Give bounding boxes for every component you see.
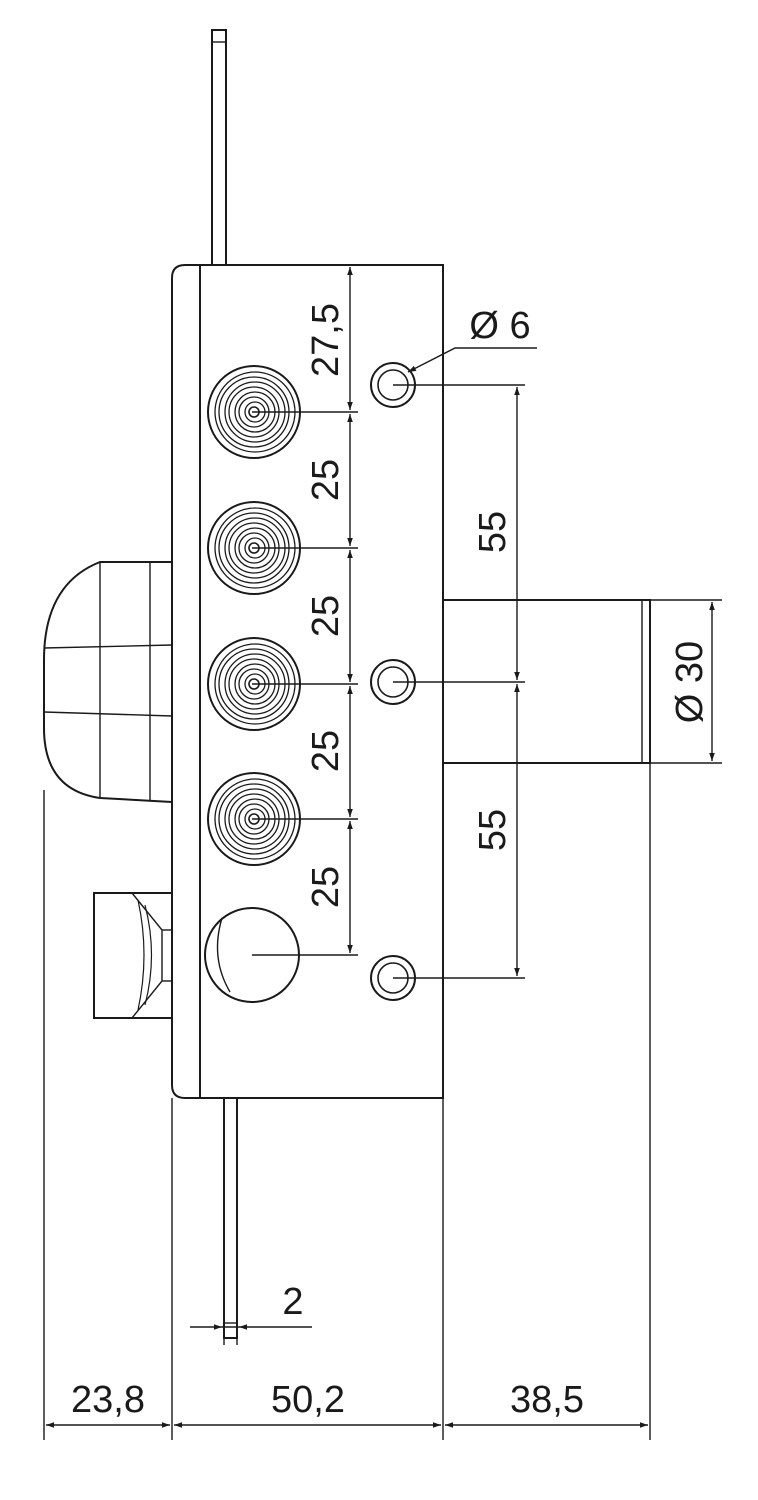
bolt-dimension-chain <box>200 264 358 956</box>
dim-case-width: 50,2 <box>271 1379 345 1421</box>
dim-latch-projection: 23,8 <box>71 1379 145 1421</box>
rod-thickness-dimension <box>190 1324 312 1345</box>
top-rod <box>211 29 227 266</box>
dim-cylinder-diameter: Ø 30 <box>669 641 711 723</box>
dim-bolt-spacing-2: 25 <box>305 595 347 637</box>
dim-bolt-spacing-4: 25 <box>305 866 347 908</box>
latch-bolt <box>43 561 173 803</box>
dim-bolt-spacing-1: 25 <box>305 459 347 501</box>
dead-bolt <box>93 892 173 1019</box>
cylinder-diameter-dimension <box>650 599 722 764</box>
dim-hole-diameter: Ø 6 <box>469 305 530 347</box>
hole-diameter-leader <box>407 347 537 373</box>
dim-bolt-spacing-top: 27,5 <box>305 303 347 377</box>
dim-rod-thickness: 2 <box>282 1281 303 1323</box>
hole-spacing-dimension <box>393 384 525 979</box>
dim-bolt-spacing-3: 25 <box>305 730 347 772</box>
bottom-rod <box>223 1097 238 1339</box>
dim-hole-spacing-lower: 55 <box>472 809 514 851</box>
dim-hole-spacing-upper: 55 <box>472 511 514 553</box>
bottom-dimension-chain <box>43 763 651 1440</box>
dim-cylinder-length: 38,5 <box>510 1379 584 1421</box>
bolt-heads <box>207 365 301 866</box>
